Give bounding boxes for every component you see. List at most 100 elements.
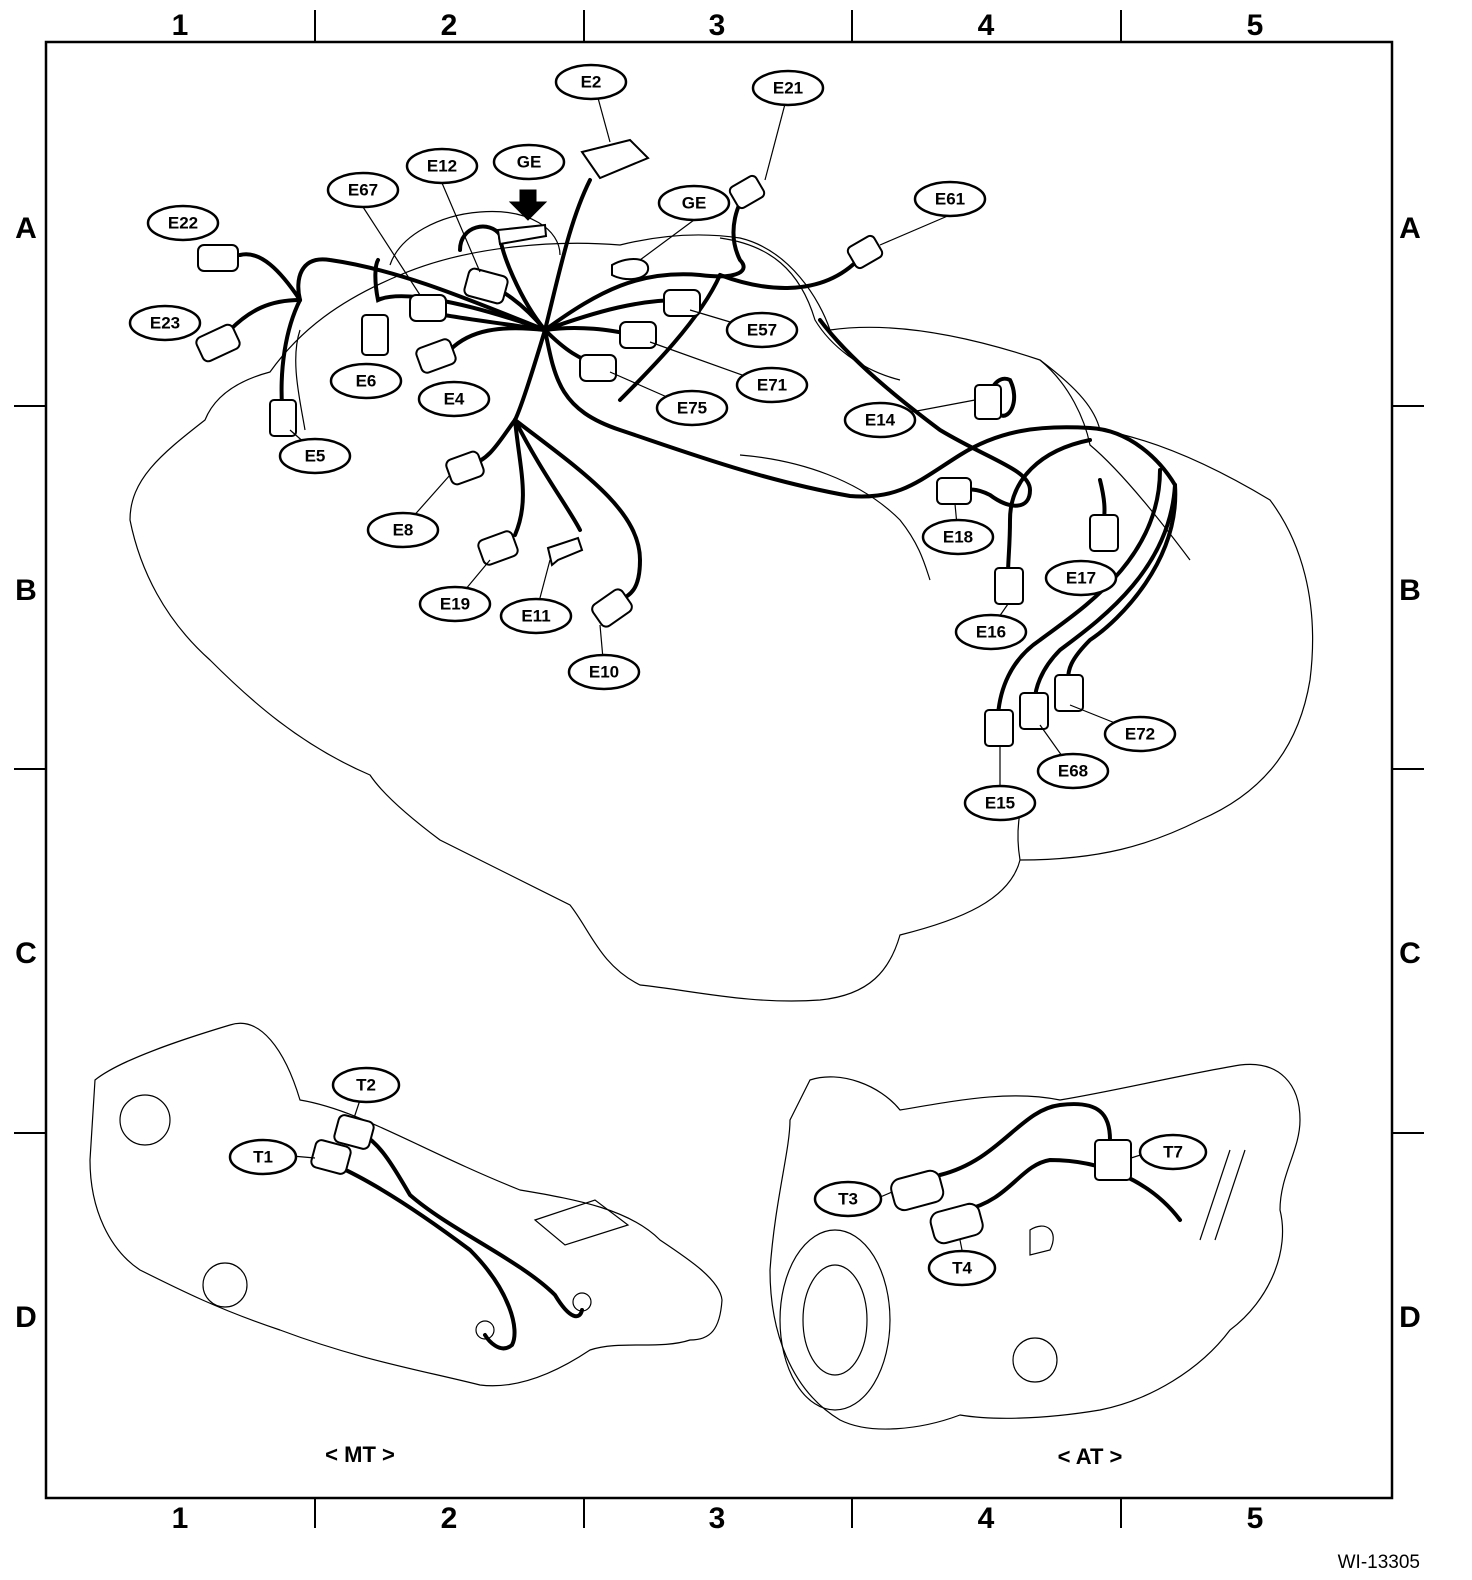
connector-labels: E2 E21 E12 GE GE E67 E61 E22 E23 E57 E6 … (128, 63, 1208, 1287)
label-e75-text: E75 (677, 399, 707, 418)
label-t4-text: T4 (952, 1259, 972, 1278)
col-label-top-2: 2 (441, 9, 458, 42)
label-e75: E75 (655, 389, 729, 427)
figure-id: WI-13305 (1338, 1552, 1420, 1573)
label-e67: E67 (326, 171, 400, 209)
e8-connector-shape (445, 450, 485, 486)
engine-detail-intake (739, 454, 931, 581)
row-label-left-d: D (15, 1301, 37, 1334)
label-e57-text: E57 (747, 321, 777, 340)
t4-connector-shape (929, 1202, 984, 1245)
label-e5-text: E5 (305, 447, 326, 466)
row-label-right-c: C (1399, 937, 1421, 970)
e5-connector-shape (269, 399, 297, 437)
label-e17: E17 (1044, 559, 1118, 597)
label-e57: E57 (725, 311, 799, 349)
e23-connector-shape (195, 323, 241, 363)
label-e72: E72 (1103, 715, 1177, 753)
connector-shapes (195, 138, 1119, 747)
label-e10: E10 (567, 653, 641, 691)
col-label-bottom-1: 1 (172, 1502, 189, 1535)
label-e8: E8 (366, 511, 440, 549)
label-t4: T4 (927, 1249, 997, 1287)
e22-connector-shape (197, 244, 239, 272)
label-e22: E22 (146, 204, 220, 242)
e57-connector-shape (663, 289, 701, 317)
row-label-left-c: C (15, 937, 37, 970)
label-t7-text: T7 (1163, 1143, 1183, 1162)
e11-connector-shape (546, 536, 584, 567)
label-e11: E11 (499, 597, 573, 635)
label-e4-text: E4 (444, 390, 465, 409)
label-t1: T1 (228, 1138, 298, 1176)
mt-transmission (89, 1022, 723, 1387)
row-label-right-a: A (1399, 212, 1421, 245)
label-e19-text: E19 (440, 595, 470, 614)
e71-connector-shape (619, 321, 657, 349)
label-e2-text: E2 (581, 73, 602, 92)
label-e14-text: E14 (865, 411, 896, 430)
label-e2: E2 (554, 63, 628, 101)
col-label-top-1: 1 (172, 9, 189, 42)
label-e15-text: E15 (985, 794, 1015, 813)
label-e8-text: E8 (393, 521, 414, 540)
label-e14: E14 (843, 401, 917, 439)
e16-connector-shape (994, 567, 1024, 605)
at-view-label: < AT > (1058, 1444, 1123, 1469)
label-e15: E15 (963, 784, 1037, 822)
ge-ground-terminal-shape (611, 258, 650, 281)
row-label-left-b: B (15, 574, 37, 607)
t2-connector-shape (333, 1114, 375, 1150)
label-e12: E12 (405, 147, 479, 185)
e2-connector-shape (580, 138, 650, 180)
col-label-bottom-5: 5 (1247, 1502, 1264, 1535)
label-e71-text: E71 (757, 376, 787, 395)
label-e21: E21 (751, 69, 825, 107)
label-e16-text: E16 (976, 623, 1006, 642)
label-e61-text: E61 (935, 190, 965, 209)
label-ge-top-text: GE (517, 153, 542, 172)
label-e72-text: E72 (1125, 725, 1155, 744)
label-e67-text: E67 (348, 181, 378, 200)
t1-connector-shape (310, 1139, 352, 1175)
e21-connector-shape (728, 174, 766, 210)
e18-connector-shape (936, 477, 972, 505)
label-t2-text: T2 (356, 1076, 376, 1095)
ge-ground-point-shape (496, 223, 548, 246)
col-label-top-5: 5 (1247, 9, 1264, 42)
label-e11-text: E11 (521, 607, 550, 626)
label-e71: E71 (735, 366, 809, 404)
diagram-frame (44, 40, 1394, 1500)
engine-outline (129, 234, 1314, 1002)
label-e18: E18 (921, 518, 995, 556)
label-e17-text: E17 (1066, 569, 1096, 588)
e72-connector-shape (1054, 674, 1084, 712)
t7-connector-shape (1094, 1139, 1132, 1181)
label-t2: T2 (331, 1066, 401, 1104)
label-ge-mid: GE (657, 184, 731, 222)
mt-view-label: < MT > (325, 1442, 395, 1467)
row-label-left-a: A (15, 212, 37, 245)
col-label-bottom-4: 4 (978, 1502, 995, 1535)
label-e23: E23 (128, 304, 202, 342)
label-e4: E4 (417, 380, 491, 418)
col-label-top-4: 4 (978, 9, 995, 42)
label-e12-text: E12 (427, 157, 457, 176)
e19-connector-shape (477, 530, 519, 566)
e61-connector-shape (846, 234, 884, 270)
label-t7: T7 (1138, 1133, 1208, 1171)
col-label-bottom-2: 2 (441, 1502, 458, 1535)
at-transmission (769, 1063, 1301, 1430)
label-t3: T3 (813, 1180, 883, 1218)
col-label-bottom-3: 3 (709, 1502, 726, 1535)
t3-connector-shape (890, 1169, 945, 1212)
e67-connector-shape (409, 294, 447, 322)
label-e6-text: E6 (356, 372, 377, 391)
grid-ticks (14, 10, 1424, 1528)
label-ge-mid-text: GE (682, 194, 707, 213)
e10-connector-shape (591, 588, 633, 628)
e75-connector-shape (579, 354, 617, 382)
e15-connector-shape (984, 709, 1014, 747)
label-t3-text: T3 (838, 1190, 858, 1209)
